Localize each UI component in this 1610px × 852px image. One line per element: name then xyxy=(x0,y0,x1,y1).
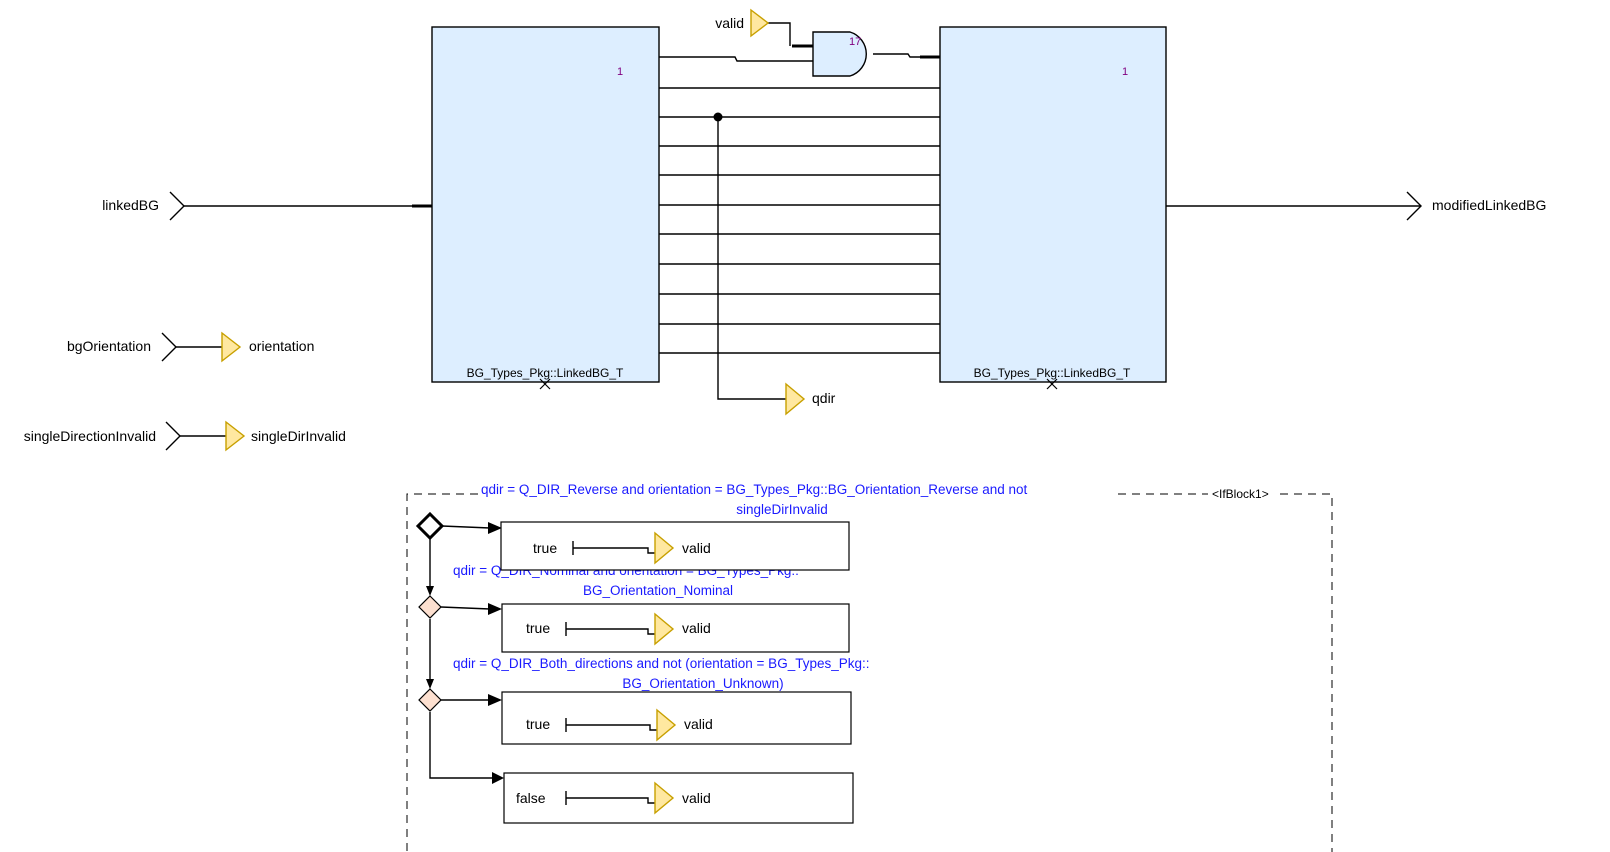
action-box xyxy=(501,603,850,653)
branch-2-arrow xyxy=(440,606,491,610)
action-wire xyxy=(566,724,657,731)
decision-1-diamond[interactable] xyxy=(415,511,445,541)
singleDirInvalid-local-port[interactable]: singleDirInvalid xyxy=(225,420,346,452)
branch-1-condition-line1: qdir = Q_DIR_Reverse and orientation = B… xyxy=(481,482,1028,497)
merge-block[interactable]: 1 BG_Types_Pkg::LinkedBG_T xyxy=(939,26,1167,390)
branch-3-target: valid xyxy=(684,716,713,732)
and-gate[interactable]: 17 xyxy=(812,31,867,77)
input-chevron-icon xyxy=(165,421,181,451)
linkedBG-input[interactable]: linkedBG xyxy=(102,191,185,221)
output-port-icon xyxy=(656,708,677,742)
arrow-right-icon xyxy=(488,603,502,615)
wire-to-and-gate[interactable] xyxy=(659,56,813,62)
bgOrientation-label: bgOrientation xyxy=(67,338,151,354)
split-block-bottom-marker xyxy=(539,378,551,390)
bgOrientation-input[interactable]: bgOrientation xyxy=(67,332,177,362)
else-action[interactable]: false valid xyxy=(503,772,854,824)
decision-2-diamond[interactable] xyxy=(418,595,442,619)
branch-3-condition-line2: BG_Orientation_Unknown) xyxy=(622,676,783,691)
branch-1-target: valid xyxy=(682,540,711,556)
branch-2-target: valid xyxy=(682,620,711,636)
field-wires xyxy=(659,87,940,354)
if-block-label: <IfBlock1> xyxy=(1212,487,1269,501)
branch-1-action[interactable]: true valid xyxy=(500,521,850,571)
singleDirInvalid-local-label: singleDirInvalid xyxy=(251,428,346,444)
branch-3-action[interactable]: true valid xyxy=(501,691,852,745)
merge-block-number: 1 xyxy=(1122,66,1128,78)
orientation-local-label: orientation xyxy=(249,338,314,354)
and-output-wire[interactable] xyxy=(873,53,922,58)
action-wire xyxy=(566,797,655,804)
output-chevron-icon xyxy=(1406,191,1422,221)
qdir-local-label: qdir xyxy=(812,390,836,406)
modifiedLinkedBG-label: modifiedLinkedBG xyxy=(1432,197,1546,213)
if-block[interactable]: <IfBlock1> qdir = Q_DIR_Reverse and orie… xyxy=(406,482,1333,852)
if-block-frame-left xyxy=(406,493,478,852)
merge-block-body xyxy=(939,26,1167,383)
orientation-local-port[interactable]: orientation xyxy=(221,331,314,363)
valid-to-and-wire[interactable] xyxy=(768,22,791,46)
linkedBG-label: linkedBG xyxy=(102,197,159,213)
output-port-icon xyxy=(654,531,675,565)
action-wire xyxy=(566,628,655,635)
split-block-body xyxy=(431,26,660,383)
branch-1-arrow xyxy=(441,525,491,529)
action-box xyxy=(501,691,852,745)
qdir-local-port[interactable]: qdir xyxy=(785,382,836,416)
arrow-down-icon xyxy=(426,679,434,689)
modifiedLinkedBG-output[interactable]: modifiedLinkedBG xyxy=(1406,191,1546,221)
decision-3-diamond[interactable] xyxy=(418,688,442,712)
arrow-right-icon xyxy=(492,772,504,784)
action-box xyxy=(503,772,854,824)
else-value: false xyxy=(516,790,546,806)
else-branch-wire xyxy=(429,712,494,779)
arrow-down-icon xyxy=(426,586,434,596)
valid-local-label: valid xyxy=(715,15,744,31)
merge-block-type-label: BG_Types_Pkg::LinkedBG_T xyxy=(974,366,1131,380)
arrow-right-icon xyxy=(488,694,502,706)
and-gate-number: 17 xyxy=(849,36,861,48)
branch-2-action[interactable]: true valid xyxy=(501,603,850,653)
action-box xyxy=(500,521,850,571)
branch-2-condition-line2: BG_Orientation_Nominal xyxy=(583,583,733,598)
split-block[interactable]: 1 BG_Types_Pkg::LinkedBG_T xyxy=(431,26,660,390)
if-block-frame-right xyxy=(1280,493,1333,852)
branch-3-value: true xyxy=(526,716,550,732)
arrow-right-icon xyxy=(488,522,502,534)
split-block-type-label: BG_Types_Pkg::LinkedBG_T xyxy=(467,366,624,380)
input-chevron-icon xyxy=(161,332,177,362)
output-port-icon xyxy=(654,781,675,815)
singleDirectionInvalid-label: singleDirectionInvalid xyxy=(24,428,156,444)
branch-2-value: true xyxy=(526,620,550,636)
action-wire xyxy=(573,547,655,554)
qdir-tap-wire[interactable] xyxy=(713,112,787,400)
split-block-number: 1 xyxy=(617,66,623,78)
branch-1-condition-line2: singleDirInvalid xyxy=(736,502,828,517)
output-port-icon xyxy=(654,612,675,646)
valid-local-port[interactable]: valid xyxy=(715,8,770,38)
branch-3-condition-line1: qdir = Q_DIR_Both_directions and not (or… xyxy=(453,656,870,671)
singleDirectionInvalid-input[interactable]: singleDirectionInvalid xyxy=(24,421,181,451)
input-chevron-icon xyxy=(169,191,185,221)
branch-1-value: true xyxy=(533,540,557,556)
else-target: valid xyxy=(682,790,711,806)
merge-block-bottom-marker xyxy=(1046,378,1058,390)
